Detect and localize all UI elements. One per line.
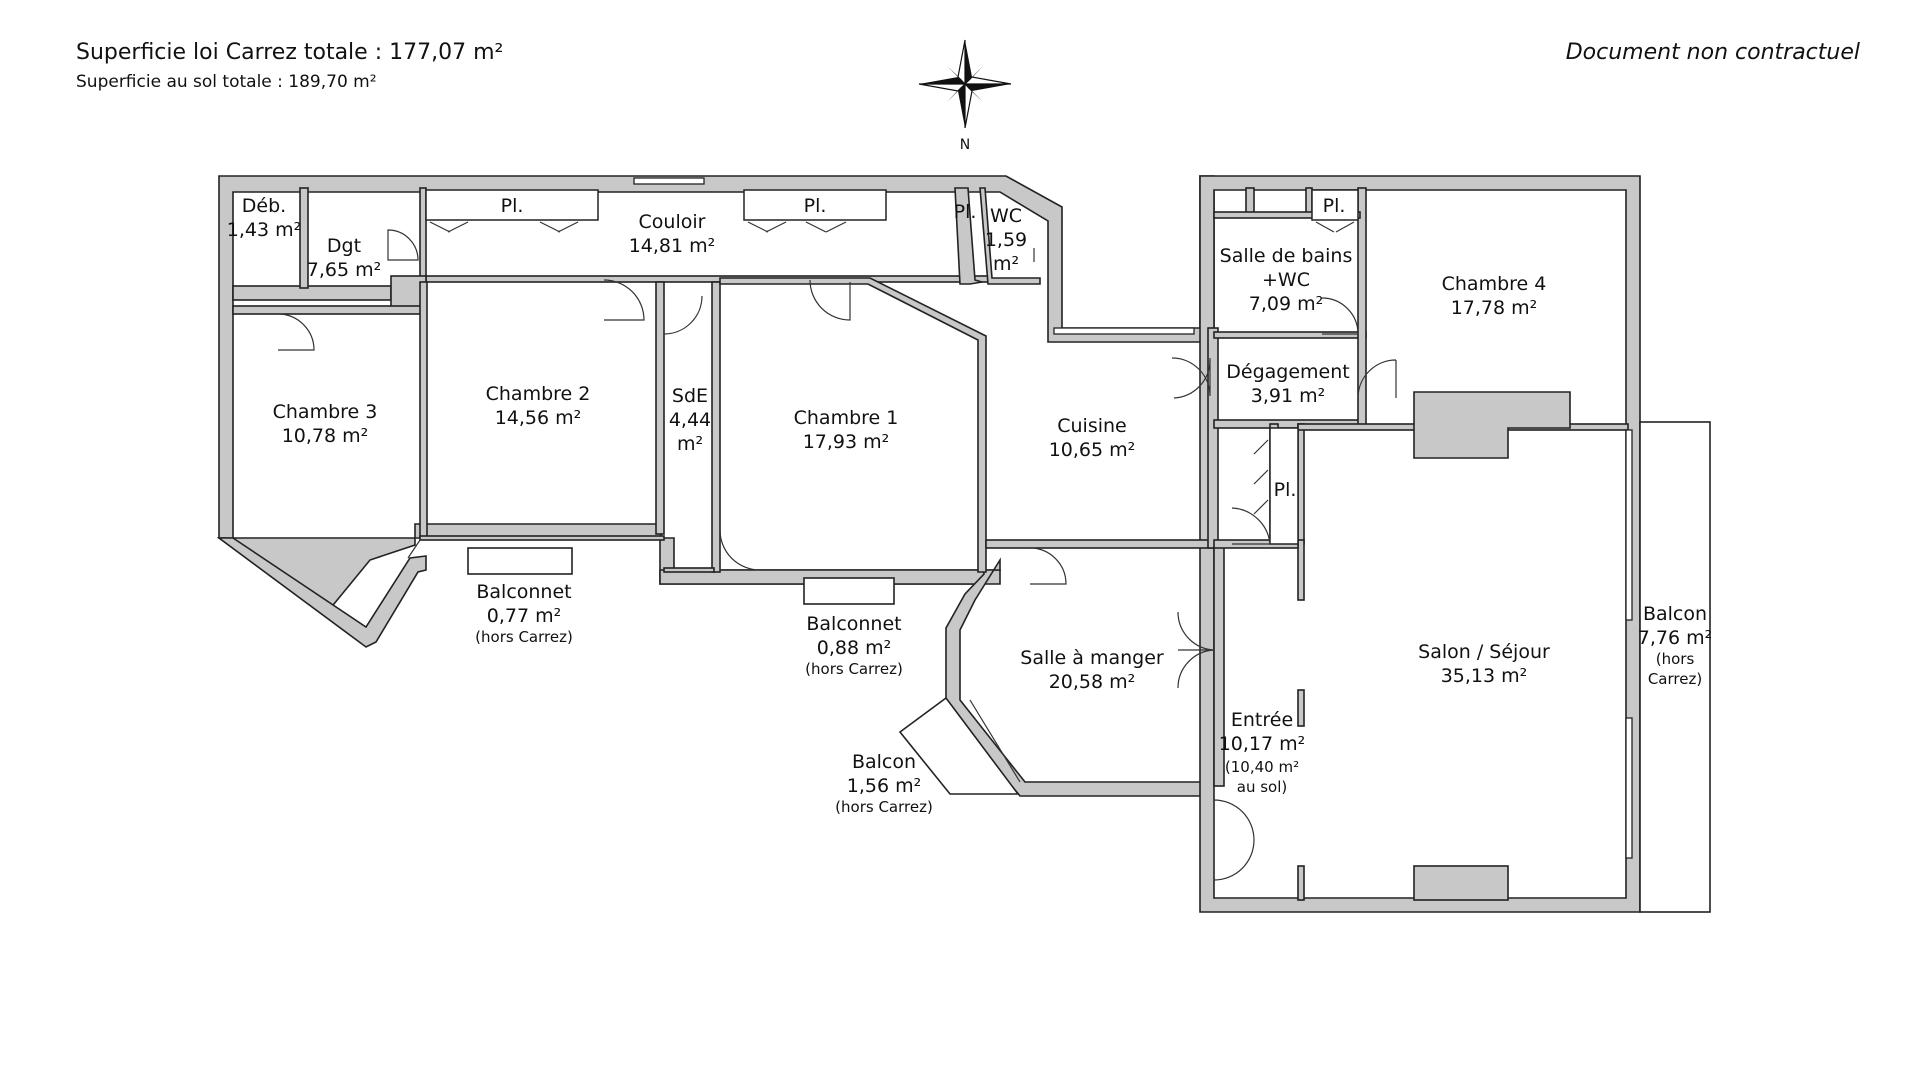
wc-name: WC (990, 205, 1022, 227)
closet-pl-4-label: Pl. (1323, 195, 1346, 217)
degagement-name: Dégagement (1226, 361, 1349, 383)
fireplace-block-bottom (1413, 865, 1509, 901)
entree-area: 10,17 m² (1219, 733, 1306, 755)
balcon-small-name: Balcon (852, 751, 916, 773)
room-labels: Déb. 1,43 m² Dgt 7,65 m² Pl. Pl. Pl. Pl.… (227, 195, 1712, 816)
fireplace-block-top (1413, 391, 1571, 459)
wc-area-2: m² (993, 253, 1019, 275)
balcon-large-note-1: (hors (1656, 650, 1695, 668)
balcon-large-area: 7,76 m² (1638, 627, 1712, 649)
deb-area: 1,43 m² (227, 219, 301, 241)
cuisine-name: Cuisine (1057, 415, 1127, 437)
closet-pl-2-label: Pl. (804, 195, 827, 217)
wc-area-1: 1,59 (985, 229, 1027, 251)
closet-doors (429, 221, 1355, 515)
salle-manger-name: Salle à manger (1020, 647, 1164, 669)
chambre2-name: Chambre 2 (486, 383, 591, 405)
sde-area-2: m² (677, 433, 703, 455)
sdb-area: 7,09 m² (1249, 293, 1323, 315)
balconnet-2-shape (803, 577, 895, 605)
compass-north-label: N (960, 137, 970, 153)
exterior-wall-chambre3-bay (216, 537, 427, 648)
compass-rose-icon (918, 39, 1012, 129)
balconnet2-note: (hors Carrez) (805, 660, 903, 678)
balconnet1-name: Balconnet (476, 581, 571, 603)
balconnet1-area: 0,77 m² (487, 605, 561, 627)
balcon-large-note-2: Carrez) (1648, 670, 1702, 688)
balcon-small-area: 1,56 m² (847, 775, 921, 797)
chambre1-name: Chambre 1 (794, 407, 899, 429)
closet-pl-5-box (1269, 427, 1299, 545)
entree-sol-2: au sol) (1237, 778, 1287, 796)
disclaimer: Document non contractuel (1565, 40, 1860, 65)
door-swings (277, 229, 1397, 881)
sde-name: SdE (672, 385, 708, 407)
balconnet2-name: Balconnet (806, 613, 901, 635)
sdb-name-1: Salle de bains (1220, 245, 1353, 267)
closet-pl-5-label: Pl. (1274, 479, 1297, 501)
degagement-area: 3,91 m² (1251, 385, 1325, 407)
closet-pl-2-box (743, 189, 887, 221)
floor-total-label: Superficie au sol totale : 189,70 m² (76, 72, 377, 92)
closet-pl-1-box (425, 189, 599, 221)
sdb-name-2: +WC (1262, 269, 1310, 291)
chambre4-name: Chambre 4 (1442, 273, 1547, 295)
windows (407, 177, 1633, 859)
deb-name: Déb. (242, 195, 286, 217)
couloir-area: 14,81 m² (629, 235, 716, 257)
balconnet-1-shape (467, 547, 573, 575)
balcon-large-shape (1639, 421, 1711, 913)
closet-pl-3-label: Pl. (954, 201, 977, 223)
balcon-small-shape (898, 696, 1020, 795)
salon-name: Salon / Séjour (1418, 641, 1550, 663)
dgt-name: Dgt (327, 235, 361, 257)
balcon-large-name: Balcon (1643, 603, 1707, 625)
balconnet1-note: (hors Carrez) (475, 628, 573, 646)
carrez-total-label: Superficie loi Carrez totale : 177,07 m² (76, 40, 504, 65)
chambre3-area: 10,78 m² (282, 425, 369, 447)
closet-pl-4-box (1311, 189, 1359, 221)
entree-sol-1: (10,40 m² (1225, 758, 1299, 776)
closet-pl-1-label: Pl. (501, 195, 524, 217)
entree-name: Entrée (1231, 709, 1293, 731)
couloir-name: Couloir (639, 211, 706, 233)
salon-area: 35,13 m² (1441, 665, 1528, 687)
cuisine-area: 10,65 m² (1049, 439, 1136, 461)
chambre4-area: 17,78 m² (1451, 297, 1538, 319)
balcon-small-note: (hors Carrez) (835, 798, 933, 816)
interior-walls (232, 187, 1629, 901)
sde-area-1: 4,44 (669, 409, 711, 431)
salle-manger-area: 20,58 m² (1049, 671, 1136, 693)
dgt-area: 7,65 m² (307, 259, 381, 281)
chambre1-area: 17,93 m² (803, 431, 890, 453)
balconnet2-area: 0,88 m² (817, 637, 891, 659)
chambre2-area: 14,56 m² (495, 407, 582, 429)
chambre3-name: Chambre 3 (273, 401, 378, 423)
